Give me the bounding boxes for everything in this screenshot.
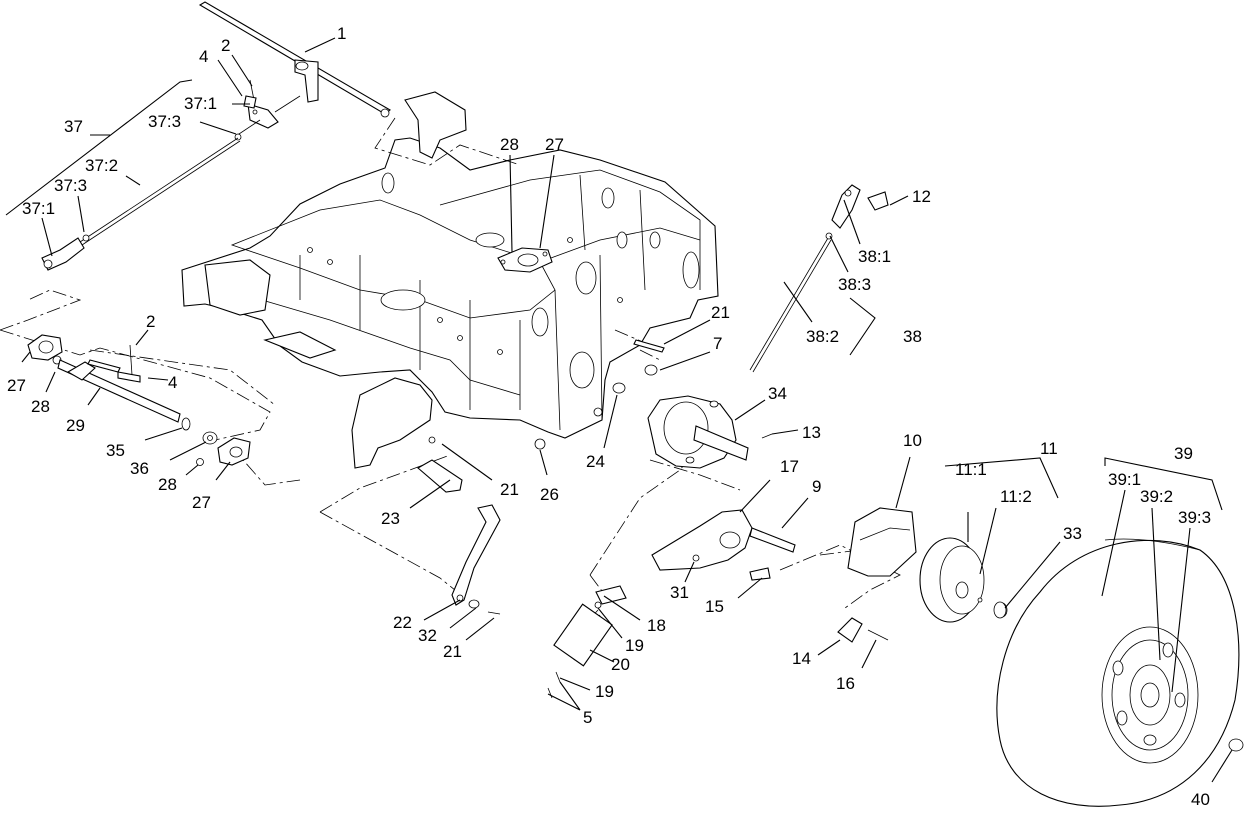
callout-22: 22 [393, 613, 412, 632]
callout-9: 9 [812, 477, 821, 496]
callout-2: 2 [146, 312, 155, 331]
callout-17: 17 [780, 457, 799, 476]
callout-23: 23 [381, 509, 400, 528]
callout-13: 13 [802, 423, 821, 442]
callout-19: 19 [625, 636, 644, 655]
callout-37-3: 37:3 [54, 176, 87, 195]
callout-27: 27 [545, 135, 564, 154]
callout-1: 1 [337, 24, 346, 43]
control-rod-assembly [41, 1, 391, 271]
callout-39-2: 39:2 [1140, 487, 1173, 506]
callout-37: 37 [64, 117, 83, 136]
brake-bracket [595, 507, 917, 605]
callout-24: 24 [586, 452, 605, 471]
callout-15: 15 [705, 597, 724, 616]
flange-bearing-top [497, 247, 553, 273]
callout-21: 21 [443, 642, 462, 661]
callout-27: 27 [7, 376, 26, 395]
callout-38: 38 [903, 327, 922, 346]
callout-39-1: 39:1 [1108, 470, 1141, 489]
callout-39-3: 39:3 [1178, 508, 1211, 527]
callout-11-1: 11:1 [955, 460, 987, 479]
callout-38-2: 38:2 [806, 327, 839, 346]
callout-7: 7 [713, 334, 722, 353]
callout-37-1: 37:1 [184, 94, 217, 113]
callout-28: 28 [31, 397, 50, 416]
callout-36: 36 [130, 459, 149, 478]
callout-4: 4 [168, 373, 177, 392]
callout-20: 20 [611, 655, 630, 674]
callout-40: 40 [1191, 790, 1210, 809]
callout-37-1: 37:1 [22, 199, 55, 218]
callout-10: 10 [903, 431, 922, 450]
spring-assembly [547, 601, 613, 699]
callout-5: 5 [583, 708, 592, 727]
callout-29: 29 [66, 416, 85, 435]
callout-28: 28 [158, 475, 177, 494]
callout-14: 14 [792, 649, 811, 668]
callout-28: 28 [500, 135, 519, 154]
brake-pedal [417, 436, 501, 615]
callout-21: 21 [711, 303, 730, 322]
callout-19: 19 [595, 682, 614, 701]
callout-34: 34 [768, 384, 787, 403]
callout-4: 4 [199, 47, 208, 66]
leader-lines [5, 37, 1233, 783]
callout-35: 35 [106, 441, 125, 460]
left-shaft-assembly [27, 334, 251, 466]
callout-38-1: 38:1 [858, 247, 891, 266]
callout-18: 18 [647, 616, 666, 635]
callout-16: 16 [836, 674, 855, 693]
callout-26: 26 [540, 485, 559, 504]
wheel-tire [993, 538, 1244, 807]
callout-37-3: 37:3 [148, 112, 181, 131]
callout-2: 2 [221, 36, 230, 55]
callout-11-2: 11:2 [1000, 487, 1032, 506]
callout-32: 32 [418, 626, 437, 645]
callout-11: 11 [1040, 439, 1058, 458]
callout-12: 12 [912, 187, 931, 206]
axle-hub-assembly [534, 339, 773, 469]
callout-33: 33 [1063, 524, 1082, 543]
callout-21: 21 [500, 480, 519, 499]
callout-39: 39 [1174, 444, 1193, 463]
callout-37-2: 37:2 [85, 156, 118, 175]
callout-38-3: 38:3 [838, 275, 871, 294]
callout-labels: 1 2 4 37:1 37:3 37 37:2 37:3 37:1 28 27 … [7, 24, 1211, 809]
chassis-frame [181, 91, 719, 469]
callout-31: 31 [670, 583, 689, 602]
callout-27: 27 [192, 493, 211, 512]
